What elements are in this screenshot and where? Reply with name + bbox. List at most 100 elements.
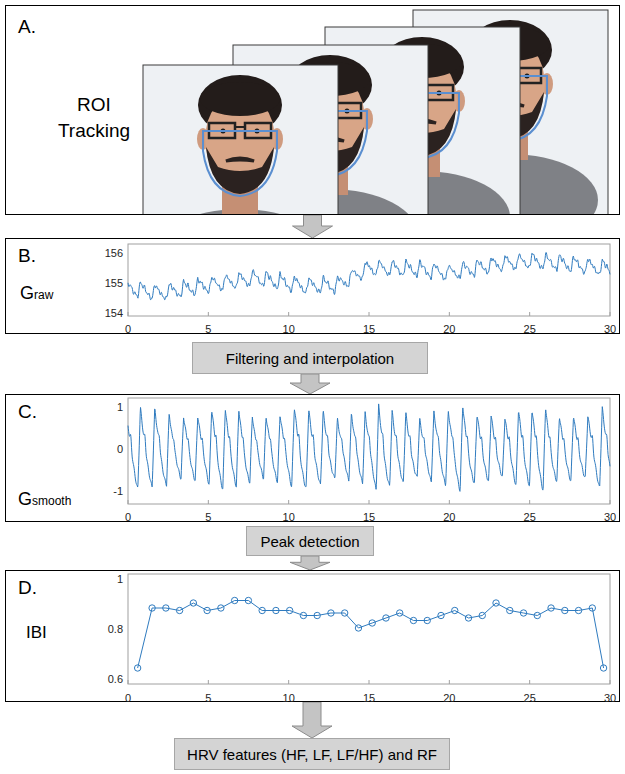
tick-mark <box>369 500 370 504</box>
axis-tick-label: 0 <box>125 692 131 704</box>
tick-mark <box>128 500 129 504</box>
face-photo <box>143 65 338 214</box>
ibi-marker <box>397 610 403 616</box>
ibi-marker <box>341 610 347 616</box>
axis-tick-label: 30 <box>604 511 616 523</box>
ibi-marker <box>134 665 140 671</box>
flow-arrow <box>290 374 330 394</box>
ibi-marker <box>273 607 279 613</box>
axis-tick-label: 25 <box>524 323 536 335</box>
ibi-marker <box>314 612 320 618</box>
ibi-marker <box>575 607 581 613</box>
stage-panel: B. Graw <box>5 238 620 334</box>
axis-tick-label: 15 <box>363 323 375 335</box>
drawing-part <box>143 65 338 214</box>
process-box: HRV features (HF, LF, LF/HF) and RF <box>174 738 450 770</box>
ibi-line <box>138 601 604 669</box>
ibi-marker <box>149 605 155 611</box>
roi-outline <box>203 131 277 196</box>
flow-arrow <box>290 556 330 570</box>
axis-tick-label: 0.8 <box>108 623 123 635</box>
ibi-marker <box>600 665 606 671</box>
stage-panel: D.IBI <box>5 570 620 702</box>
axis-tick-label: 10 <box>283 511 295 523</box>
axis-tick-label: 1 <box>117 401 123 413</box>
flow-arrow <box>292 702 332 738</box>
tick-mark <box>288 500 289 504</box>
plot-frame <box>128 398 610 504</box>
tick-mark <box>288 680 289 684</box>
ibi-marker <box>176 607 182 613</box>
tick-mark <box>208 312 209 316</box>
axis-tick-label: 20 <box>443 511 455 523</box>
panel-letter: A. <box>18 16 36 37</box>
panel-title: ROI Tracking <box>39 92 149 143</box>
tick-mark <box>288 312 289 316</box>
ibi-marker <box>355 625 361 631</box>
tick-mark <box>529 680 530 684</box>
ibi-marker <box>452 607 458 613</box>
drawing-part <box>200 82 280 116</box>
signal-name: Gsmooth <box>18 489 71 510</box>
tick-mark <box>529 312 530 316</box>
ibi-marker <box>300 612 306 618</box>
ibi-marker <box>383 615 389 621</box>
face-frames <box>143 10 608 214</box>
ibi-marker <box>328 610 334 616</box>
tick-mark <box>208 680 209 684</box>
ibi-marker <box>465 615 471 621</box>
raw-signal <box>128 252 610 299</box>
ibi-marker <box>562 607 568 613</box>
axis-tick-label: 1 <box>117 573 123 585</box>
ibi-marker <box>259 607 265 613</box>
tick-mark <box>610 312 611 316</box>
axis-tick-label: 155 <box>105 277 123 289</box>
axis-tick-label: 5 <box>205 511 211 523</box>
ibi-marker <box>231 597 237 603</box>
panel-letter: B. <box>18 245 36 266</box>
ibi-marker <box>438 612 444 618</box>
axis-tick-label: 0 <box>117 443 123 455</box>
axis-tick-label: 25 <box>524 511 536 523</box>
axis-tick-label: 10 <box>283 692 295 704</box>
ibi-marker <box>410 617 416 623</box>
signal-name: Graw <box>20 283 53 304</box>
axis-tick-label: 20 <box>443 692 455 704</box>
tick-mark <box>449 500 450 504</box>
axis-tick-label: 20 <box>443 323 455 335</box>
tick-mark <box>208 500 209 504</box>
axis-tick-label: 0.6 <box>108 673 123 685</box>
flow-arrow <box>293 215 333 238</box>
ibi-marker <box>204 607 210 613</box>
drawing-part <box>235 126 245 128</box>
smooth-signal <box>128 404 610 491</box>
ibi-marker <box>507 607 513 613</box>
process-label: Filtering and interpolation <box>226 350 394 367</box>
signal-plots <box>128 244 610 684</box>
process-box: Filtering and interpolation <box>192 342 428 374</box>
ibi-marker <box>424 617 430 623</box>
panel-letter: D. <box>18 577 37 598</box>
axis-tick-label: 0 <box>125 511 131 523</box>
ibi-marker <box>218 605 224 611</box>
axis-tick-label: 25 <box>524 692 536 704</box>
axis-tick-label: 15 <box>363 511 375 523</box>
axis-tick-label: -1 <box>113 485 123 497</box>
ibi-marker <box>245 597 251 603</box>
axis-tick-label: 156 <box>105 247 123 259</box>
ibi-marker <box>534 612 540 618</box>
process-label: Peak detection <box>260 533 359 550</box>
tick-mark <box>128 312 129 316</box>
plot-frame <box>128 244 610 316</box>
tick-mark <box>529 500 530 504</box>
ibi-marker <box>190 600 196 606</box>
ibi-marker <box>589 605 595 611</box>
ibi-marker <box>163 605 169 611</box>
axis-tick-label: 30 <box>604 692 616 704</box>
tick-mark <box>449 312 450 316</box>
plot-frame <box>128 574 610 684</box>
axis-tick-label: 5 <box>205 692 211 704</box>
ibi-marker <box>479 612 485 618</box>
process-box: Peak detection <box>246 526 374 556</box>
